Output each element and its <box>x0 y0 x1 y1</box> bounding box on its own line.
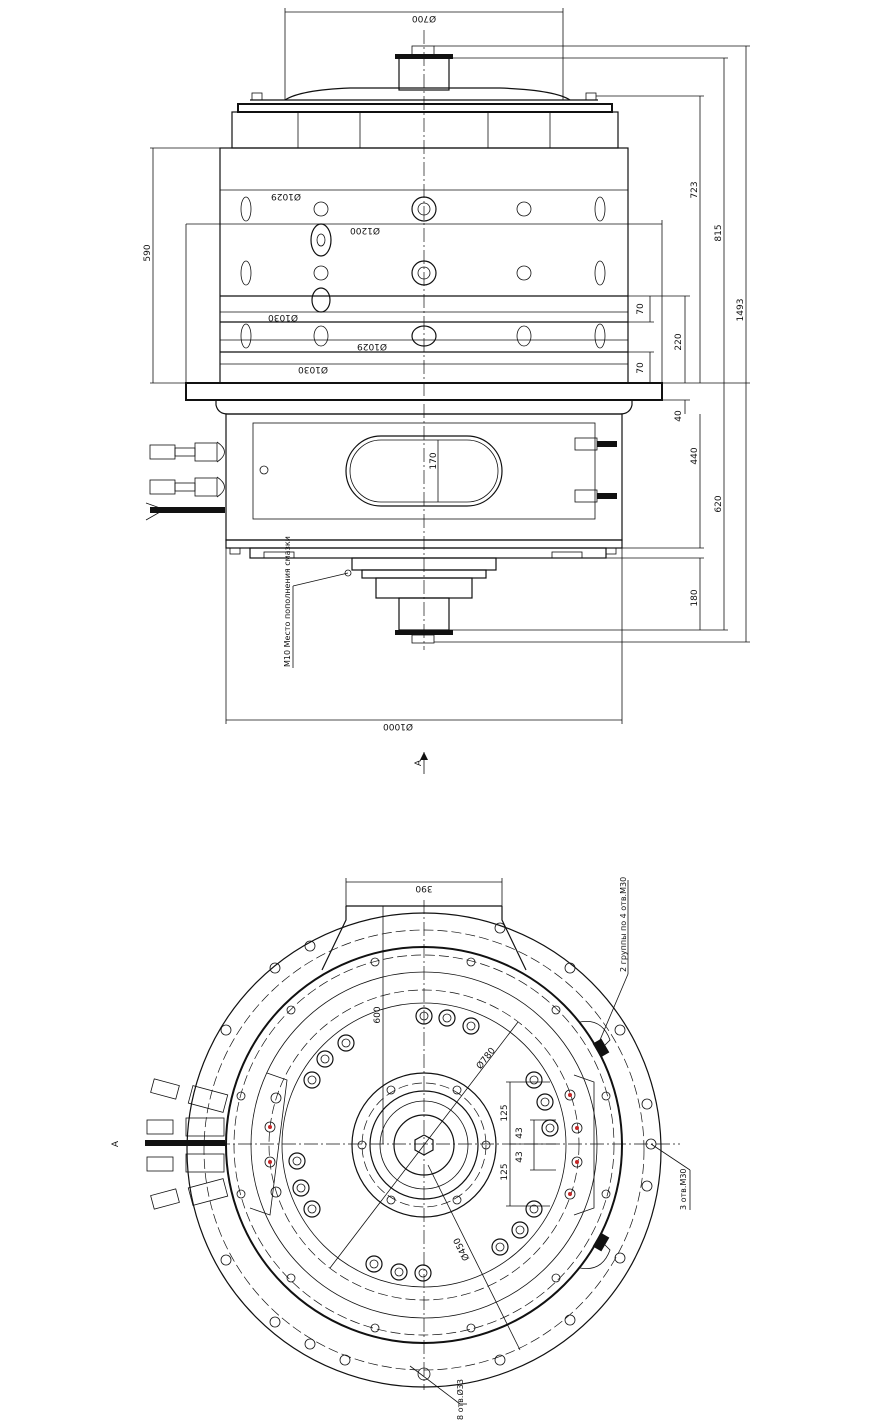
plan-sensors-right <box>579 1021 611 1269</box>
plan-view-a-label: A <box>111 1140 121 1147</box>
housing-holes <box>236 957 611 1333</box>
dim-620: 620 <box>714 495 724 512</box>
outer-flange-holes <box>220 922 657 1381</box>
dimension-lines-plan <box>329 878 691 1405</box>
hub-holes <box>357 1085 491 1205</box>
top-bracket-legs <box>321 906 527 971</box>
hub-inner <box>393 1114 455 1176</box>
dim-723: 723 <box>690 181 700 198</box>
dim-180: 180 <box>690 589 700 606</box>
dim-43-a: 43 <box>515 1127 525 1138</box>
dim-d1200: Ø1200 <box>350 225 380 236</box>
view-a-marker: A <box>414 752 428 774</box>
housing-circle <box>225 946 623 1344</box>
dim-220: 220 <box>674 333 684 350</box>
cable-glands-left <box>145 441 225 521</box>
terminal-plate-right <box>573 1074 595 1216</box>
top-flange <box>237 103 613 113</box>
cover-bolt-left <box>251 92 263 101</box>
hole-row-3 <box>240 323 606 349</box>
dimension-texts-plan: 390 600 Ø780 Ø450 125 43 43 125 8 отв.Ø3… <box>111 877 688 1420</box>
dim-d1030-b: Ø1030 <box>298 364 328 375</box>
dimension-texts-top: Ø700 Ø1029 Ø1200 Ø1030 Ø1029 Ø1030 Ø1000… <box>143 13 746 732</box>
view-a-label: A <box>414 759 424 766</box>
inspection-window <box>345 435 503 507</box>
hole-row-1 <box>240 196 606 222</box>
dim-1493: 1493 <box>736 299 746 322</box>
dim-d780: Ø780 <box>474 1045 498 1071</box>
top-ring <box>231 111 619 149</box>
sensor-connectors-right <box>574 437 617 503</box>
plan-view-a: 390 600 Ø780 Ø450 125 43 43 125 8 отв.Ø3… <box>111 877 691 1420</box>
dim-d1000: Ø1000 <box>383 721 413 732</box>
top-shaft-key <box>411 45 435 56</box>
dim-170: 170 <box>429 452 439 469</box>
dimension-lines-top <box>150 8 750 724</box>
dim-600: 600 <box>373 1006 383 1023</box>
hole-row-2 <box>240 260 606 286</box>
dim-d1029-a: Ø1029 <box>271 191 301 202</box>
shaft-hex <box>414 1134 434 1156</box>
dim-815: 815 <box>714 224 724 241</box>
dim-d700: Ø700 <box>412 13 437 24</box>
side-elevation-view: Ø700 Ø1029 Ø1200 Ø1030 Ø1029 Ø1030 Ø1000… <box>143 8 750 774</box>
hub-outer <box>351 1072 497 1218</box>
terminal-plate-left <box>249 1072 288 1216</box>
dim-8-holes-33: 8 отв.Ø33 <box>455 1379 465 1420</box>
m30-holes-marked <box>264 1089 583 1200</box>
dim-40: 40 <box>674 410 684 422</box>
outer-flange-circle <box>186 912 662 1388</box>
dim-d1029-b: Ø1029 <box>357 341 387 352</box>
dim-70-a: 70 <box>636 303 646 315</box>
dome-cover <box>284 87 571 101</box>
dim-125-a: 125 <box>500 1104 510 1121</box>
dim-590: 590 <box>143 244 153 261</box>
slot-mid <box>310 223 332 257</box>
lubrication-note: M10 Место пополнения смазки <box>283 536 292 667</box>
dim-43-b: 43 <box>515 1151 525 1162</box>
dim-d1030-a: Ø1030 <box>268 312 298 323</box>
inspection-panel <box>252 422 596 520</box>
stud-bolts <box>288 1007 559 1282</box>
cover-bolt-right <box>585 92 597 101</box>
top-shaft-cap <box>395 54 453 59</box>
bearing-cover <box>249 547 607 559</box>
note-2-groups-m30: 2 группы по 4 отв.М30 <box>619 877 628 972</box>
note-3-holes-m30: 3 отв.М30 <box>679 1168 688 1210</box>
dim-70-b: 70 <box>636 362 646 374</box>
mid-flange <box>185 382 663 401</box>
dim-440: 440 <box>690 447 700 464</box>
dim-125-b: 125 <box>500 1163 510 1180</box>
dim-d450: Ø450 <box>451 1236 472 1263</box>
dim-390: 390 <box>415 883 432 893</box>
plan-cable-glands <box>145 1078 229 1210</box>
